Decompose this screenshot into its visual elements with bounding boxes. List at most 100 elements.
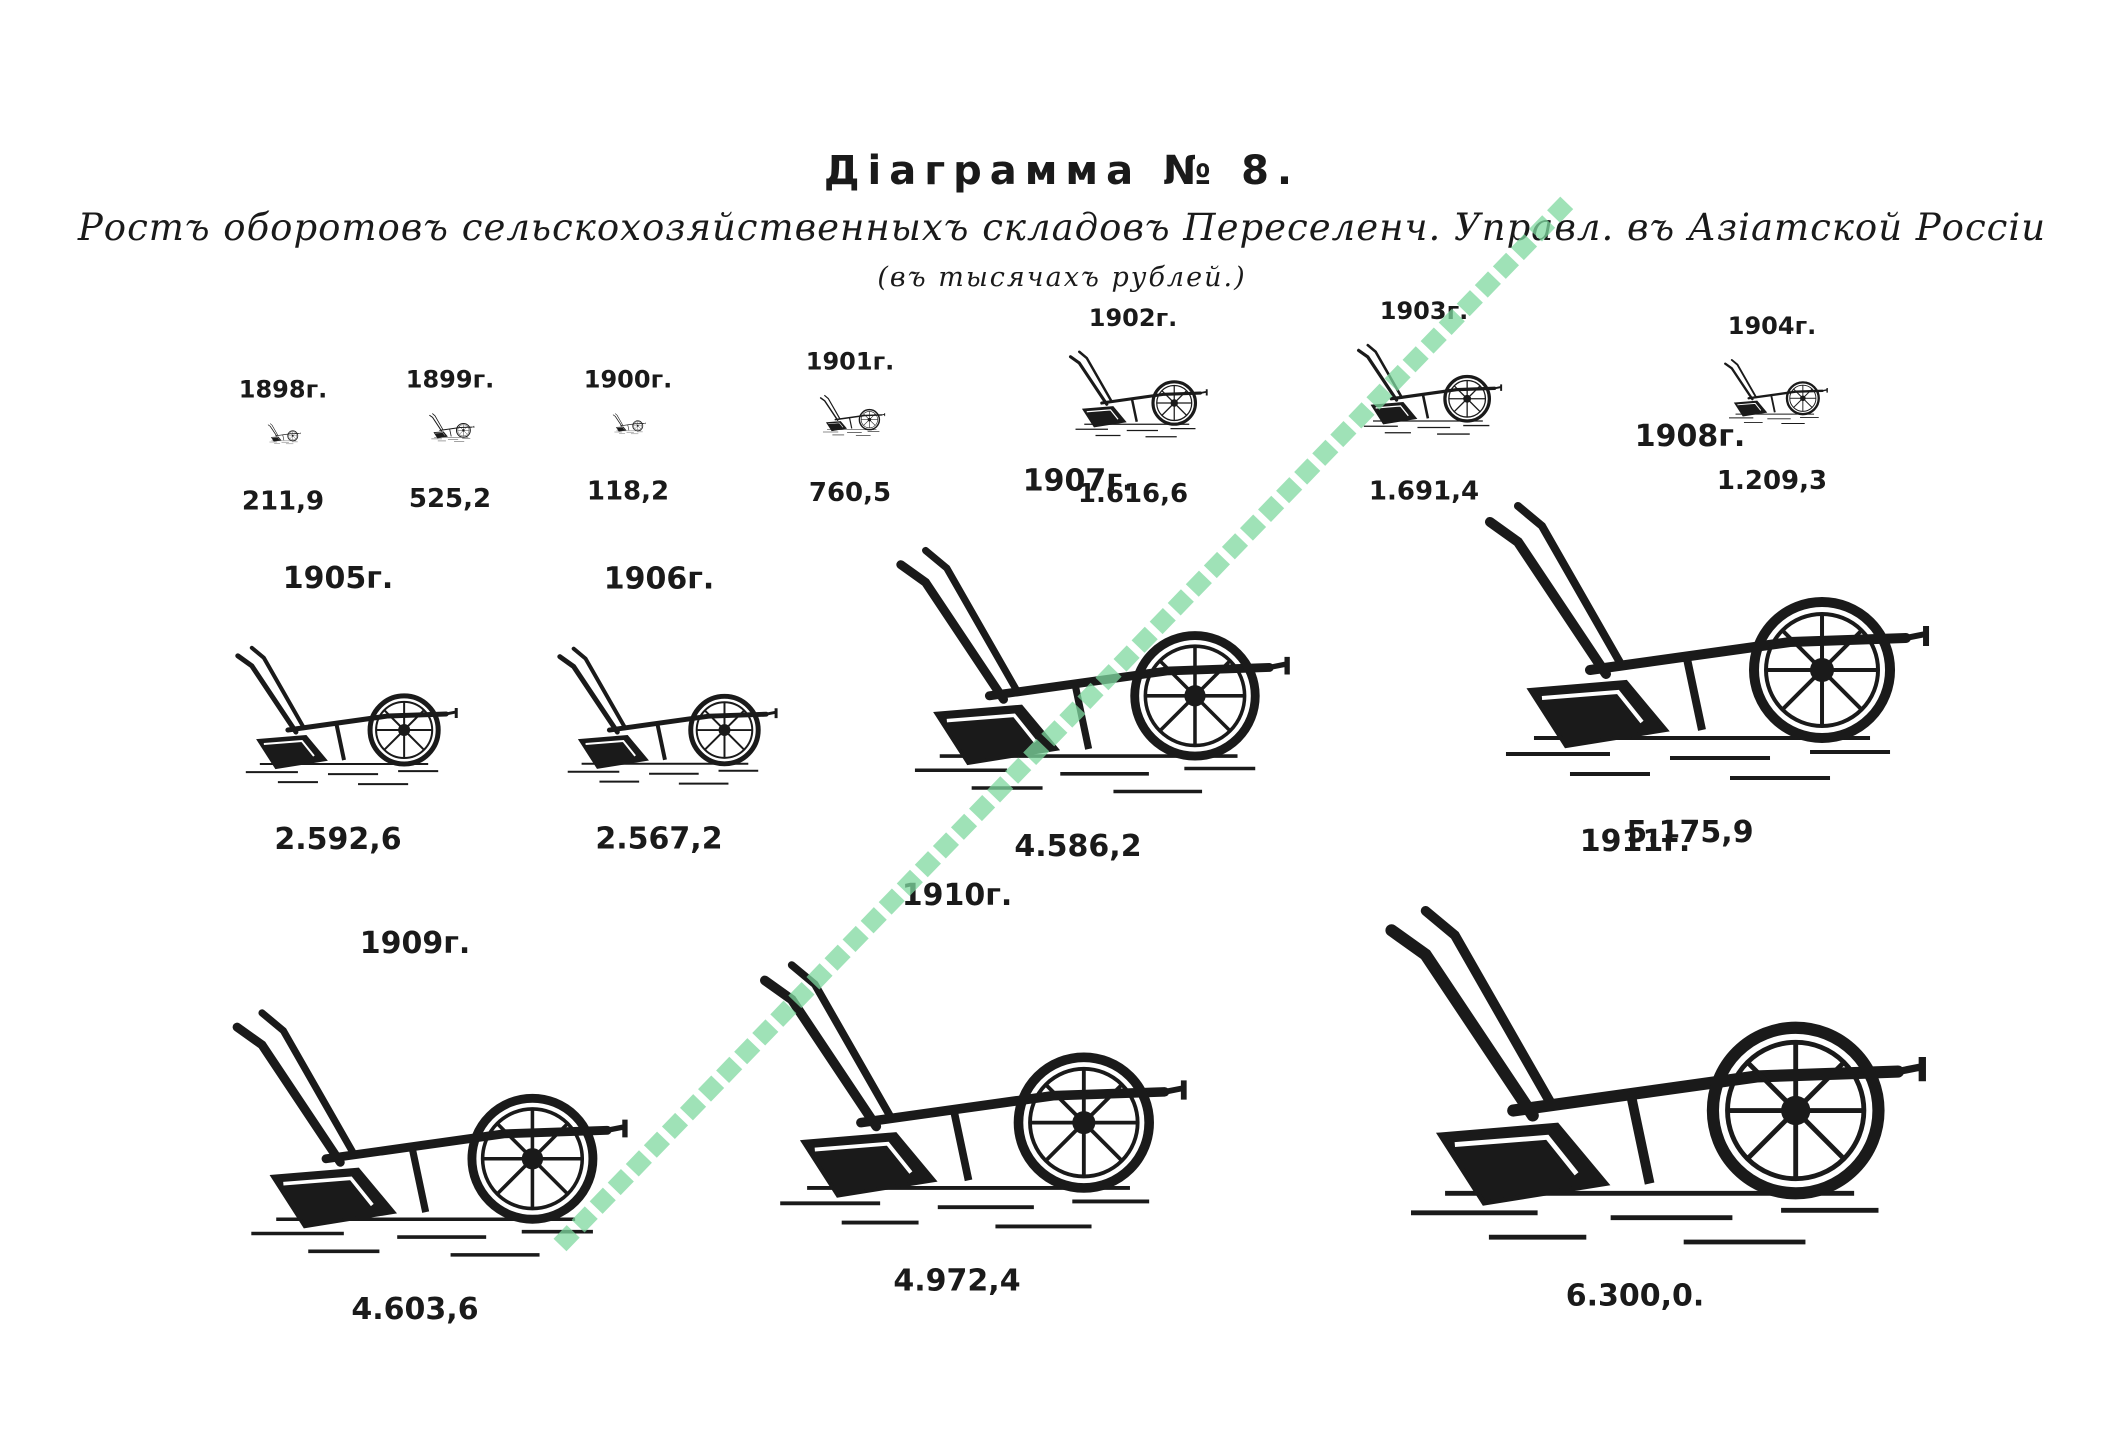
plough-wheel-8 <box>688 693 761 767</box>
year-label: 1902г. <box>1089 304 1177 332</box>
value-label: 1.209,3 <box>1717 466 1827 496</box>
plough-beam-1 <box>439 426 473 431</box>
value-label: 4.586,2 <box>1014 829 1141 864</box>
plough-coulter-6 <box>1770 394 1776 413</box>
plough-wheel-12 <box>1013 1052 1154 1193</box>
plough-coulter-2 <box>627 424 630 431</box>
ground-lines-3 <box>822 429 880 436</box>
ground-lines-5 <box>1363 420 1490 435</box>
value-label: 1.616,6 <box>1078 479 1188 509</box>
ground-lines-0 <box>269 440 298 444</box>
ground-lines-13 <box>1410 1190 1879 1245</box>
ground-lines-6 <box>1728 413 1819 424</box>
plough-handle-10 <box>1484 516 1611 679</box>
plough-wheel-4 <box>1151 380 1198 426</box>
plough-icon <box>896 546 1290 794</box>
plough-handle-8 <box>557 654 620 735</box>
plough-coulter-12 <box>949 1106 973 1182</box>
year-label: 1899г. <box>406 366 494 394</box>
plough-wheel-0 <box>287 430 299 442</box>
plough-wheel-7 <box>367 693 441 767</box>
plough-beam-11 <box>321 1125 612 1164</box>
ground-lines-7 <box>245 763 439 786</box>
year-label: 1901г. <box>806 348 894 376</box>
chart-title: Діаграмма № 8. <box>823 148 1301 194</box>
plough-wheel-10 <box>1749 596 1896 744</box>
plough-beam-7 <box>285 711 449 733</box>
plough-beam-6 <box>1747 389 1824 400</box>
ground-lines-8 <box>567 762 759 785</box>
plough-handle-7 <box>235 653 299 735</box>
value-label: 5.175,9 <box>1626 815 1753 850</box>
plough-beam-10 <box>1584 632 1912 675</box>
plough-handle-12 <box>760 975 882 1132</box>
plough-handle-0 <box>267 424 278 437</box>
plough-handle-1 <box>429 414 442 432</box>
plough-wheel-5 <box>1443 374 1492 423</box>
plough-handle-2 <box>612 414 623 427</box>
plough-wheel-11 <box>467 1093 598 1224</box>
plough-beam-4 <box>1100 391 1203 405</box>
chart-units: (въ тысячахъ рублей.) <box>877 262 1247 293</box>
plough-icon <box>267 423 301 444</box>
plough-icon <box>760 961 1187 1229</box>
plough-icon <box>819 394 886 436</box>
plough-wheel-9 <box>1130 631 1260 761</box>
value-label: 1.691,4 <box>1369 476 1479 506</box>
year-label: 1905г. <box>283 561 394 596</box>
plough-beam-8 <box>606 711 769 733</box>
year-label: 1898г. <box>239 376 327 404</box>
plough-coulter-3 <box>848 417 853 429</box>
year-label: 1907г. <box>1023 463 1134 498</box>
value-label: 760,5 <box>809 478 891 508</box>
plough-wheel-1 <box>455 422 471 438</box>
plough-icon <box>1484 501 1930 781</box>
plough-icon <box>1385 905 1926 1245</box>
plough-handle-3 <box>819 397 839 421</box>
ground-lines-1 <box>431 437 471 442</box>
value-label: 2.567,2 <box>595 822 722 857</box>
plough-handle-4 <box>1068 355 1109 406</box>
plough-beam-2 <box>620 423 645 427</box>
year-label: 1904г. <box>1728 312 1816 340</box>
plough-wheel-13 <box>1706 1021 1885 1200</box>
plough-coulter-0 <box>282 434 285 441</box>
value-label: 2.592,6 <box>274 822 401 857</box>
value-label: 6.300,0. <box>1566 1279 1705 1314</box>
plough-icon <box>429 413 475 442</box>
ground-lines-10 <box>1505 736 1891 781</box>
plough-coulter-7 <box>334 721 346 761</box>
value-label: 4.603,6 <box>351 1292 478 1327</box>
plough-coulter-13 <box>1625 1090 1655 1185</box>
plough-wheel-2 <box>632 420 644 432</box>
year-label: 1908г. <box>1635 419 1746 454</box>
plough-icon <box>557 646 778 785</box>
plough-icon <box>235 645 458 786</box>
value-label: 4.972,4 <box>893 1263 1020 1298</box>
ground-lines-12 <box>780 1186 1150 1229</box>
plough-handle-9 <box>896 560 1008 704</box>
ground-lines-2 <box>614 430 643 434</box>
plough-beam-9 <box>984 663 1274 701</box>
ground-lines-11 <box>251 1217 593 1257</box>
plough-beam-3 <box>834 414 883 421</box>
year-label: 1906г. <box>604 562 715 597</box>
plough-icon <box>232 1009 628 1257</box>
plough-coulter-11 <box>407 1143 430 1213</box>
year-label: 1909г. <box>360 926 471 961</box>
plough-handle-6 <box>1724 362 1754 401</box>
plough-icon <box>1724 358 1828 424</box>
plough-handle-13 <box>1385 924 1539 1122</box>
chart-subtitle: Ростъ оборотовъ сельскохозяйственныхъ ск… <box>77 206 2047 249</box>
plough-coulter-5 <box>1421 393 1430 419</box>
plough-coulter-10 <box>1682 653 1706 731</box>
plough-handle-11 <box>232 1022 345 1167</box>
plough-beam-13 <box>1507 1065 1905 1117</box>
ground-lines-9 <box>914 754 1256 794</box>
plough-icon <box>612 413 646 434</box>
plough-beam-5 <box>1389 386 1497 401</box>
value-label: 118,2 <box>587 477 669 507</box>
watermark-stamp <box>553 196 1574 1252</box>
